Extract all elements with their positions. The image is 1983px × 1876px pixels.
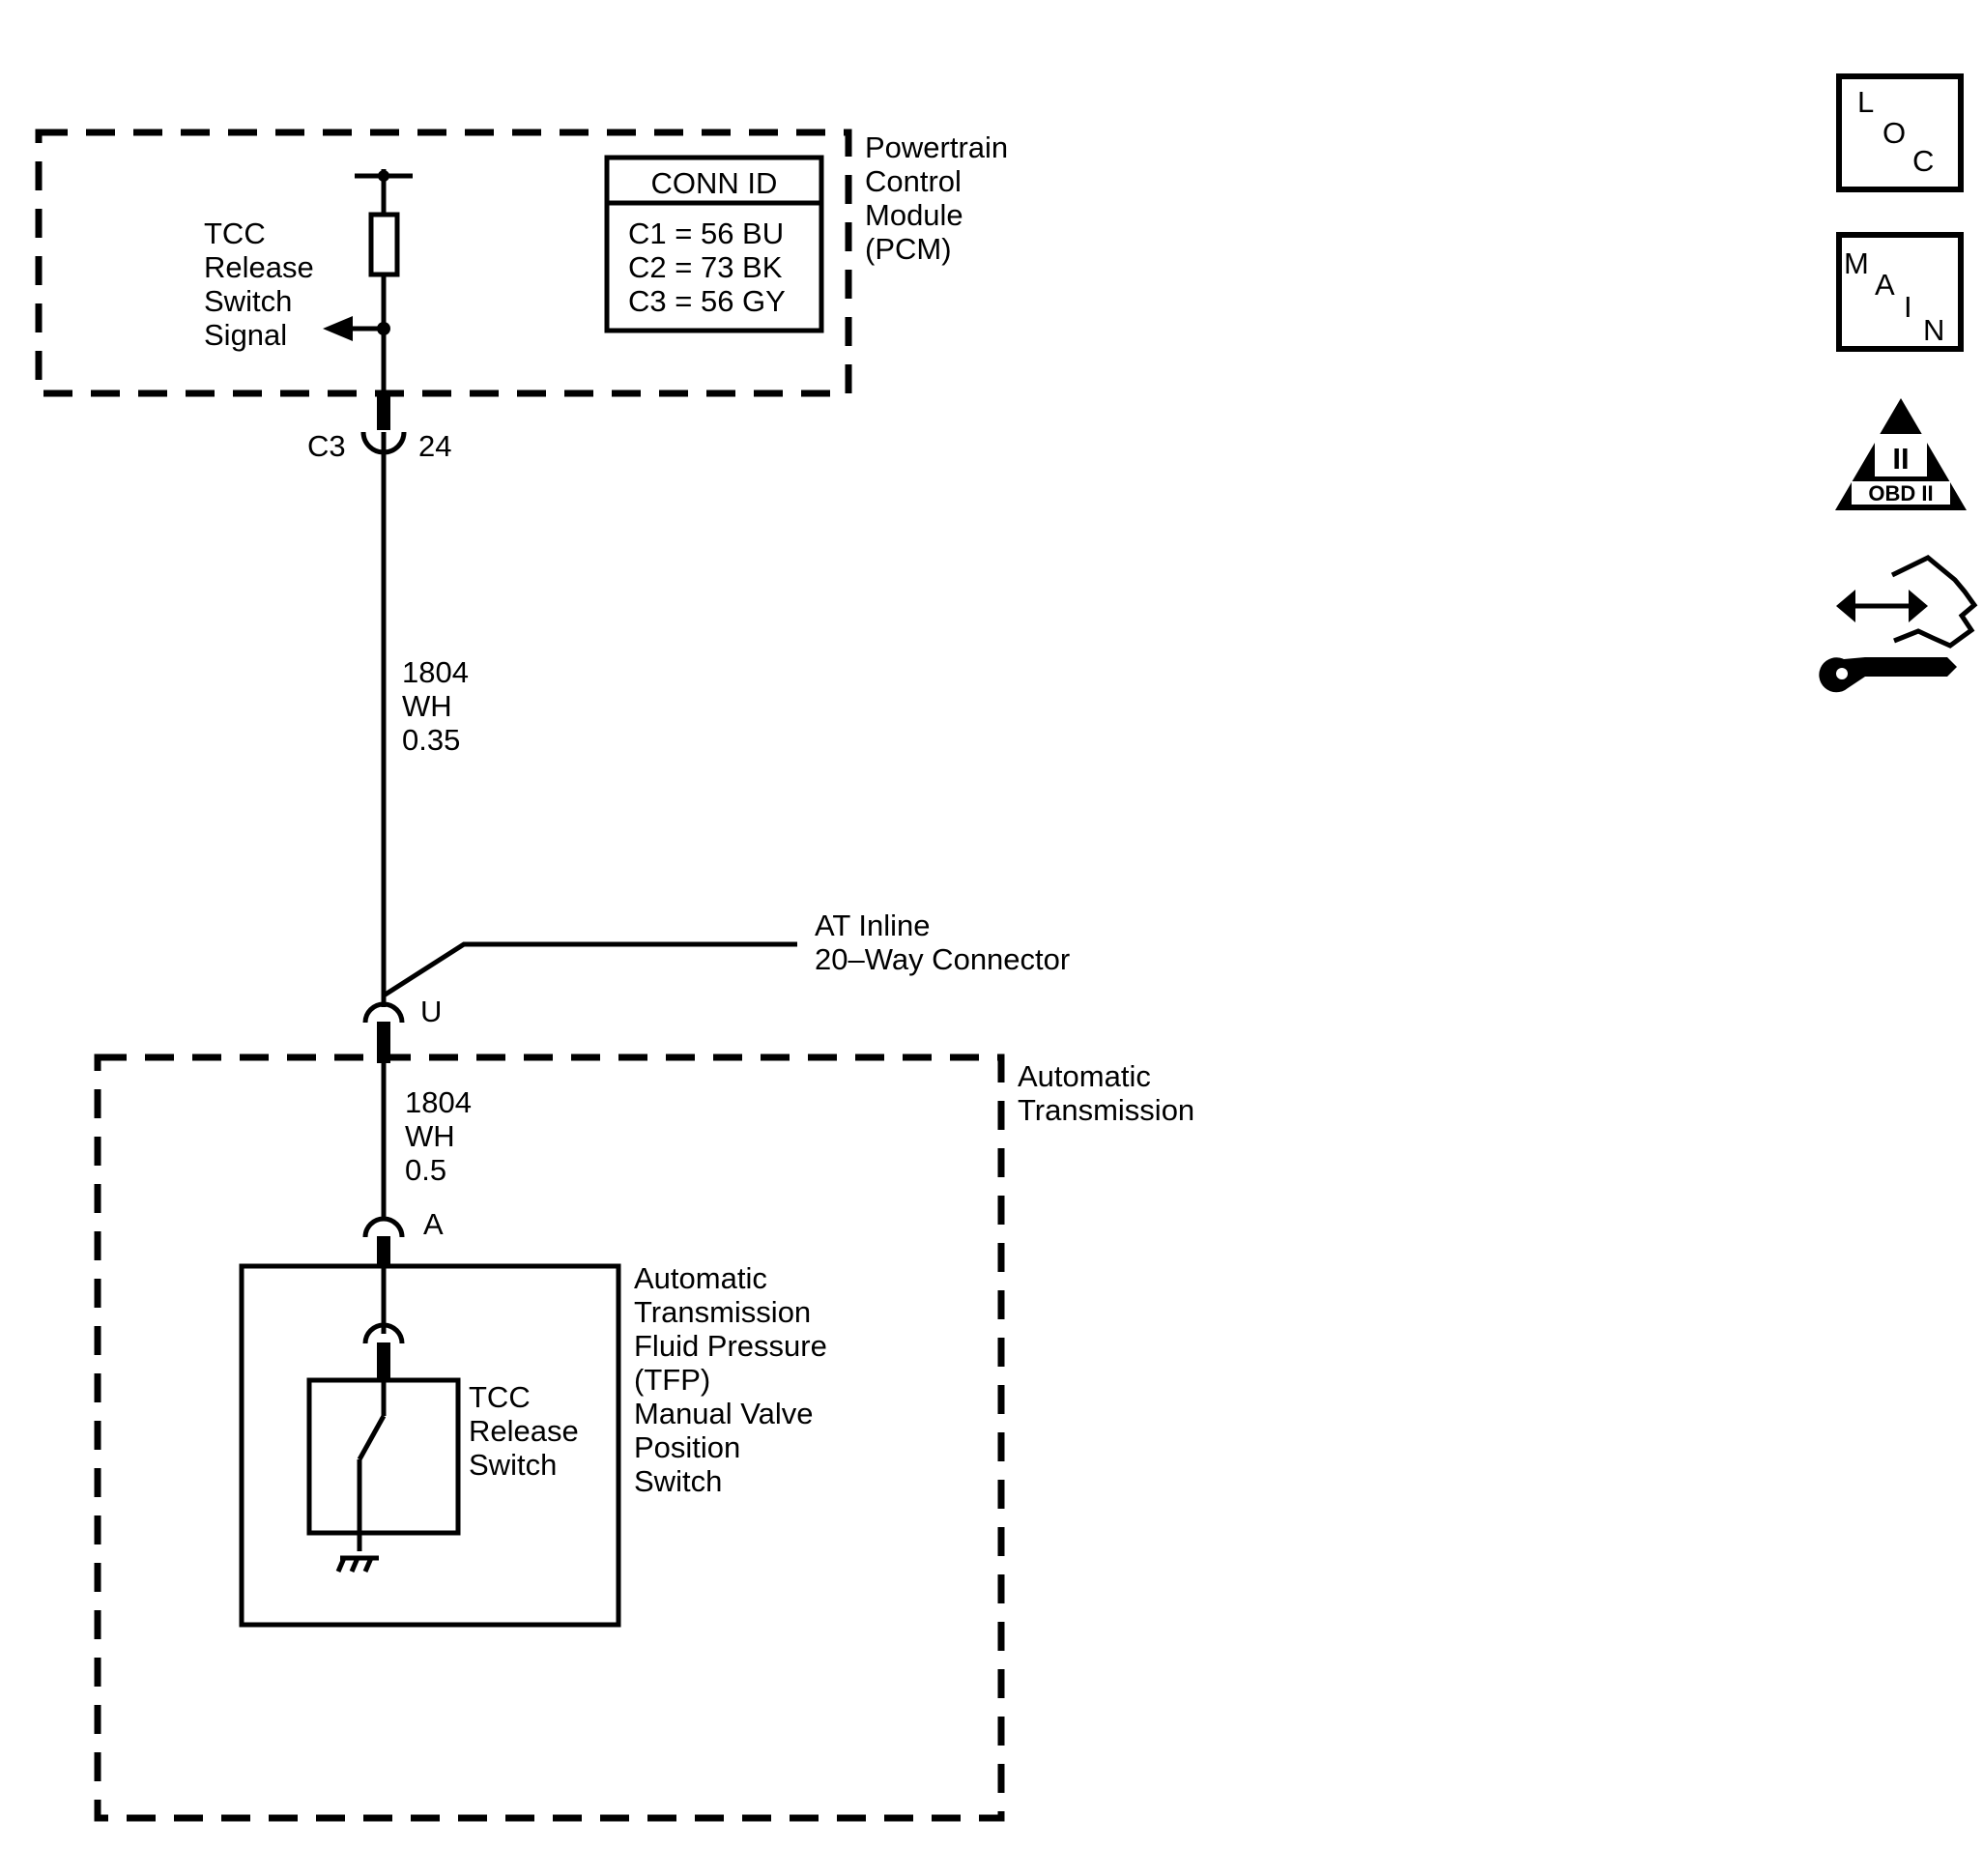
obd-ii-icon[interactable]: II OBD II [1835, 398, 1967, 510]
pull-up-resistor [368, 212, 400, 277]
svg-text:L: L [1857, 85, 1874, 119]
pcm-dashed-border [35, 129, 852, 397]
pcm-connector-c3: C3 24 [307, 396, 451, 463]
tcc-release-switch-signal-label: TCC Release Switch Signal [204, 216, 322, 352]
inline-connector-pin: U [420, 995, 442, 1028]
connector-id-label: C3 [307, 429, 346, 463]
svg-text:I: I [1904, 290, 1912, 324]
pcm-name: Powertrain Control Module (PCM) [865, 130, 1017, 266]
switch-contact-arm [357, 1414, 387, 1461]
connector-pin-label: 24 [418, 429, 451, 463]
loc-icon[interactable]: L O C [1836, 73, 1964, 192]
conn-id-row: C1 = 56 BU [628, 216, 784, 250]
svg-text:M: M [1844, 246, 1869, 280]
conn-id-header: CONN ID [651, 166, 778, 200]
main-icon[interactable]: M A I N [1836, 232, 1964, 352]
at-inline-connector: AT Inline 20–Way Connector U [362, 909, 1070, 1063]
svg-text:II: II [1892, 442, 1909, 476]
conn-id-row: C2 = 73 BK [628, 250, 783, 284]
transmission-name: Automatic Transmission [1018, 1059, 1194, 1127]
conn-id-table: CONN ID C1 = 56 BU C2 = 73 BK C3 = 56 GY [604, 155, 824, 333]
pcm-module: Powertrain Control Module (PCM) TCC Rele… [35, 129, 1017, 406]
tfp-switch-name: Automatic Transmission Fluid Pressure (T… [634, 1261, 835, 1498]
conn-id-row: C3 = 56 GY [628, 284, 786, 318]
transmission-dashed-border [94, 1053, 1005, 1822]
wire-lower-label: 1804 WH 0.5 [405, 1085, 480, 1187]
wire-upper-label: 1804 WH 0.35 [402, 655, 477, 757]
tfp-connector-a: A [362, 1207, 444, 1268]
pcm-internal-circuit [323, 169, 413, 406]
automatic-transmission: Automatic Transmission 1804 WH 0.5 A Aut… [94, 1053, 1194, 1822]
tcc-release-switch-name: TCC Release Switch [469, 1380, 587, 1482]
svg-text:OBD II: OBD II [1868, 481, 1933, 505]
signal-arrow-icon [323, 316, 353, 341]
hand-wrench-icon[interactable] [1819, 555, 1978, 693]
svg-text:C: C [1912, 144, 1934, 178]
tcc-release-switch: TCC Release Switch [306, 1377, 587, 1573]
svg-text:N: N [1923, 313, 1944, 347]
inline-connector-label: AT Inline 20–Way Connector [815, 909, 1070, 976]
tfp-manual-valve-position-switch: Automatic Transmission Fluid Pressure (T… [239, 1261, 835, 1628]
tfp-connector-pin: A [423, 1207, 444, 1241]
ground-icon [335, 1555, 379, 1573]
svg-text:A: A [1875, 268, 1895, 302]
svg-text:O: O [1882, 116, 1906, 150]
wire-upper: 1804 WH 0.35 [381, 452, 477, 1007]
